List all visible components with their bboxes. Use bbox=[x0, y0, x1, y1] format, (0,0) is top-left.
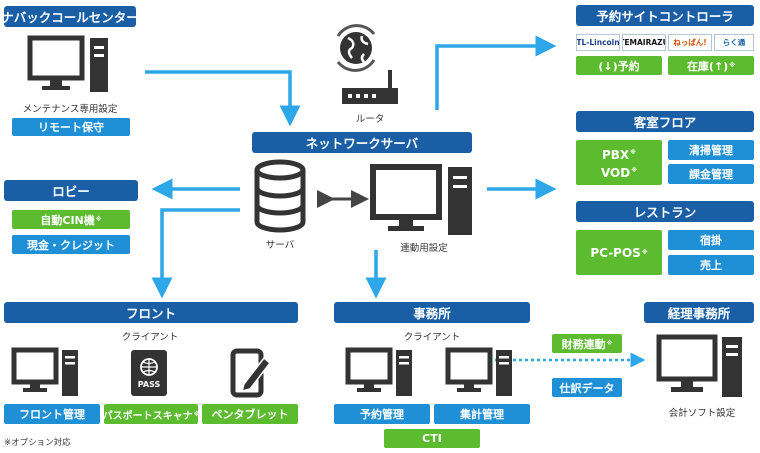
finance-option-mark: ※ bbox=[606, 340, 613, 347]
vod-label: VOD※ bbox=[600, 165, 638, 180]
pc-pos-label: PC-POS bbox=[590, 245, 641, 260]
aggregate-management-label: 集計管理 bbox=[434, 404, 530, 424]
footnote: ※オプション対応 bbox=[4, 438, 71, 448]
auto-checkin-label: 自動CIN機※ bbox=[12, 210, 130, 229]
logo-tl-lincoln: TL-Lincoln bbox=[576, 34, 620, 51]
guestroom-header: 客室フロア bbox=[576, 111, 754, 132]
cti-label: CTI bbox=[384, 429, 480, 448]
front-management-label: フロント管理 bbox=[4, 404, 100, 424]
passport-pass-text: PASS bbox=[137, 380, 161, 389]
restaurant-header: レストラン bbox=[576, 201, 754, 222]
sales-label: 売上 bbox=[668, 255, 754, 275]
stock-up-text: 在庫(↑) bbox=[686, 59, 729, 73]
office-pc-1-icon bbox=[345, 347, 412, 396]
passport-scanner-text: パスポートスキャナ bbox=[102, 410, 193, 422]
billing-management-label: 課金管理 bbox=[668, 164, 754, 184]
journal-data-label: 仕訳データ bbox=[552, 378, 622, 397]
remote-maintenance-button[interactable]: リモート保守 bbox=[12, 118, 130, 136]
maintenance-pc-icon bbox=[27, 35, 108, 92]
office-client-caption: クライアント bbox=[403, 332, 461, 343]
accounting-header: 経理事務所 bbox=[644, 302, 754, 323]
router-icon bbox=[342, 70, 398, 104]
logo-temairazu: TEMAIRAZU bbox=[622, 34, 666, 51]
booking-controller-header: 予約サイトコントローラ bbox=[576, 5, 754, 26]
passport-option-mark: ※ bbox=[193, 410, 200, 418]
logo-rakutsu: らく通 bbox=[714, 34, 754, 51]
front-pc-icon bbox=[11, 347, 78, 396]
lobby-header: ロビー bbox=[4, 180, 138, 201]
office-pc-2-icon bbox=[445, 347, 512, 396]
auto-checkin-option-mark: ※ bbox=[95, 216, 102, 223]
lodging-charge-label: 宿掛 bbox=[668, 230, 754, 250]
stock-up-label: 在庫(↑)※ bbox=[668, 56, 754, 75]
pbx-label: PBX※ bbox=[601, 147, 637, 162]
network-server-header: ネットワークサーバ bbox=[252, 132, 472, 153]
pc-pos-option-mark: ※ bbox=[641, 249, 648, 256]
database-icon bbox=[254, 159, 306, 233]
globe-icon bbox=[336, 24, 376, 72]
accounting-pc-icon bbox=[656, 334, 742, 397]
cash-credit-label: 現金・クレジット bbox=[12, 235, 130, 254]
front-client-caption: クライアント bbox=[121, 332, 179, 343]
reserve-down-label: (↓)予約 bbox=[576, 56, 662, 75]
server-caption: サーバ bbox=[265, 240, 295, 251]
passport-icon bbox=[131, 350, 167, 396]
passport-scanner-label: パスポートスキャナ※ bbox=[102, 404, 200, 424]
finance-link-label: 財務連動※ bbox=[552, 334, 622, 353]
finance-link-text: 財務連動 bbox=[561, 337, 606, 351]
pen-tablet-label: ペンタブレット bbox=[202, 404, 298, 424]
navic-caption: メンテナンス専用設定 bbox=[22, 104, 118, 115]
stock-option-mark: ※ bbox=[729, 62, 736, 69]
logo-neppan: ねっぱん! bbox=[668, 34, 712, 51]
pbx-vod-block: PBX※ VOD※ bbox=[576, 140, 662, 185]
arrow-router-to-booking bbox=[435, 35, 557, 110]
reservation-management-label: 予約管理 bbox=[334, 404, 430, 424]
pen-tablet-icon bbox=[230, 348, 272, 398]
link-setting-caption: 連動用設定 bbox=[400, 243, 448, 254]
router-caption: ルータ bbox=[355, 114, 385, 125]
arrow-server-to-front bbox=[151, 208, 240, 299]
navic-header: ナバックコールセンター bbox=[1, 6, 139, 27]
office-header: 事務所 bbox=[334, 302, 530, 323]
link-pc-icon bbox=[370, 164, 472, 235]
arrow-navic-to-server bbox=[145, 70, 301, 127]
accounting-software-caption: 会計ソフト設定 bbox=[668, 408, 736, 419]
auto-checkin-text: 自動CIN機 bbox=[40, 213, 95, 227]
cleaning-management-label: 清掃管理 bbox=[668, 140, 754, 160]
pc-pos-block: PC-POS※ bbox=[576, 230, 662, 275]
front-header: フロント bbox=[4, 302, 298, 323]
